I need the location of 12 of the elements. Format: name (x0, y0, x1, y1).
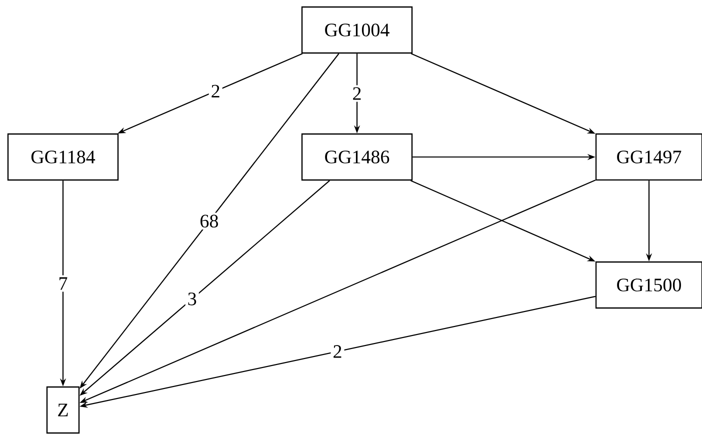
edge-label: 68 (198, 212, 221, 230)
edge-label: 2 (350, 85, 364, 102)
edge-label: 2 (208, 82, 222, 100)
node-box: Z (46, 386, 80, 434)
edge-label: 2 (330, 343, 344, 360)
node-box: GG1500 (595, 261, 702, 309)
node-box: GG1497 (595, 133, 702, 181)
node-box: GG1184 (7, 133, 119, 181)
edge-label: 3 (185, 290, 199, 308)
node-box: GG1486 (301, 133, 413, 181)
node-box: GG1004 (301, 6, 413, 54)
edge-label: 7 (56, 275, 70, 292)
